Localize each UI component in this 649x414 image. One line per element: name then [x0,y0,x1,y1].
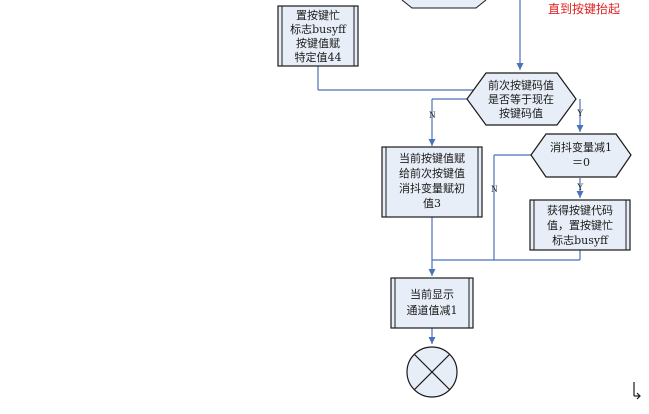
top-decision-shape [401,0,487,9]
box-assign-prev-line3: 消抖变量赋初 [399,181,465,195]
decision-compare-line1: 前次按键码值 [488,78,554,92]
decision-compare-line3: 按键码值 [499,106,543,120]
box-assign-prev-line1: 当前按键值赋 [399,151,465,165]
label-n-compare: N [429,110,436,120]
decision-compare-key-codes: 前次按键码值 是否等于现在 按键码值 [466,72,577,126]
decision-debounce-line2: ＝0 [572,156,590,169]
decision-compare-line2: 是否等于现在 [488,92,554,106]
end-connector-x-icon [406,346,458,398]
box-get-code-line2: 值，置按键忙 [547,218,613,232]
box-set-busy-flag: 置按键忙 标志busyff 按键值赋 特定值44 [277,5,359,67]
box-set-busy-line1: 置按键忙 [296,8,340,22]
box-set-busy-line2: 标志busyff [290,22,347,36]
label-y-compare: Y [577,108,584,118]
label-y-debounce: Y [577,182,584,192]
box-set-busy-line3: 按键值赋 [296,36,340,50]
box-assign-previous-key: 当前按键值赋 给前次按键值 消抖变量赋初 值3 [381,146,483,218]
box-set-busy-line4: 特定值44 [295,50,342,64]
decision-debounce-line1: 消抖变量减1 [550,140,612,154]
decision-debounce-zero: 消抖变量减1 ＝0 [530,133,632,178]
box-decrement-line1: 当前显示 [410,287,454,301]
box-assign-prev-line4: 值3 [423,197,441,210]
label-n-debounce: N [491,184,498,194]
box-get-key-code: 获得按键代码 值，置按键忙 标志busyff [529,199,631,251]
box-get-code-line1: 获得按键代码 [547,203,613,217]
box-assign-prev-line2: 给前次按键值 [399,166,465,180]
note-until-key-released: 直到按键抬起 [548,2,620,16]
box-decrement-line2: 通道值减1 [407,303,458,317]
box-get-code-line3: 标志busyff [552,233,609,247]
paragraph-mark-icon [633,382,641,400]
box-decrement-channel: 当前显示 通道值减1 [390,277,474,329]
